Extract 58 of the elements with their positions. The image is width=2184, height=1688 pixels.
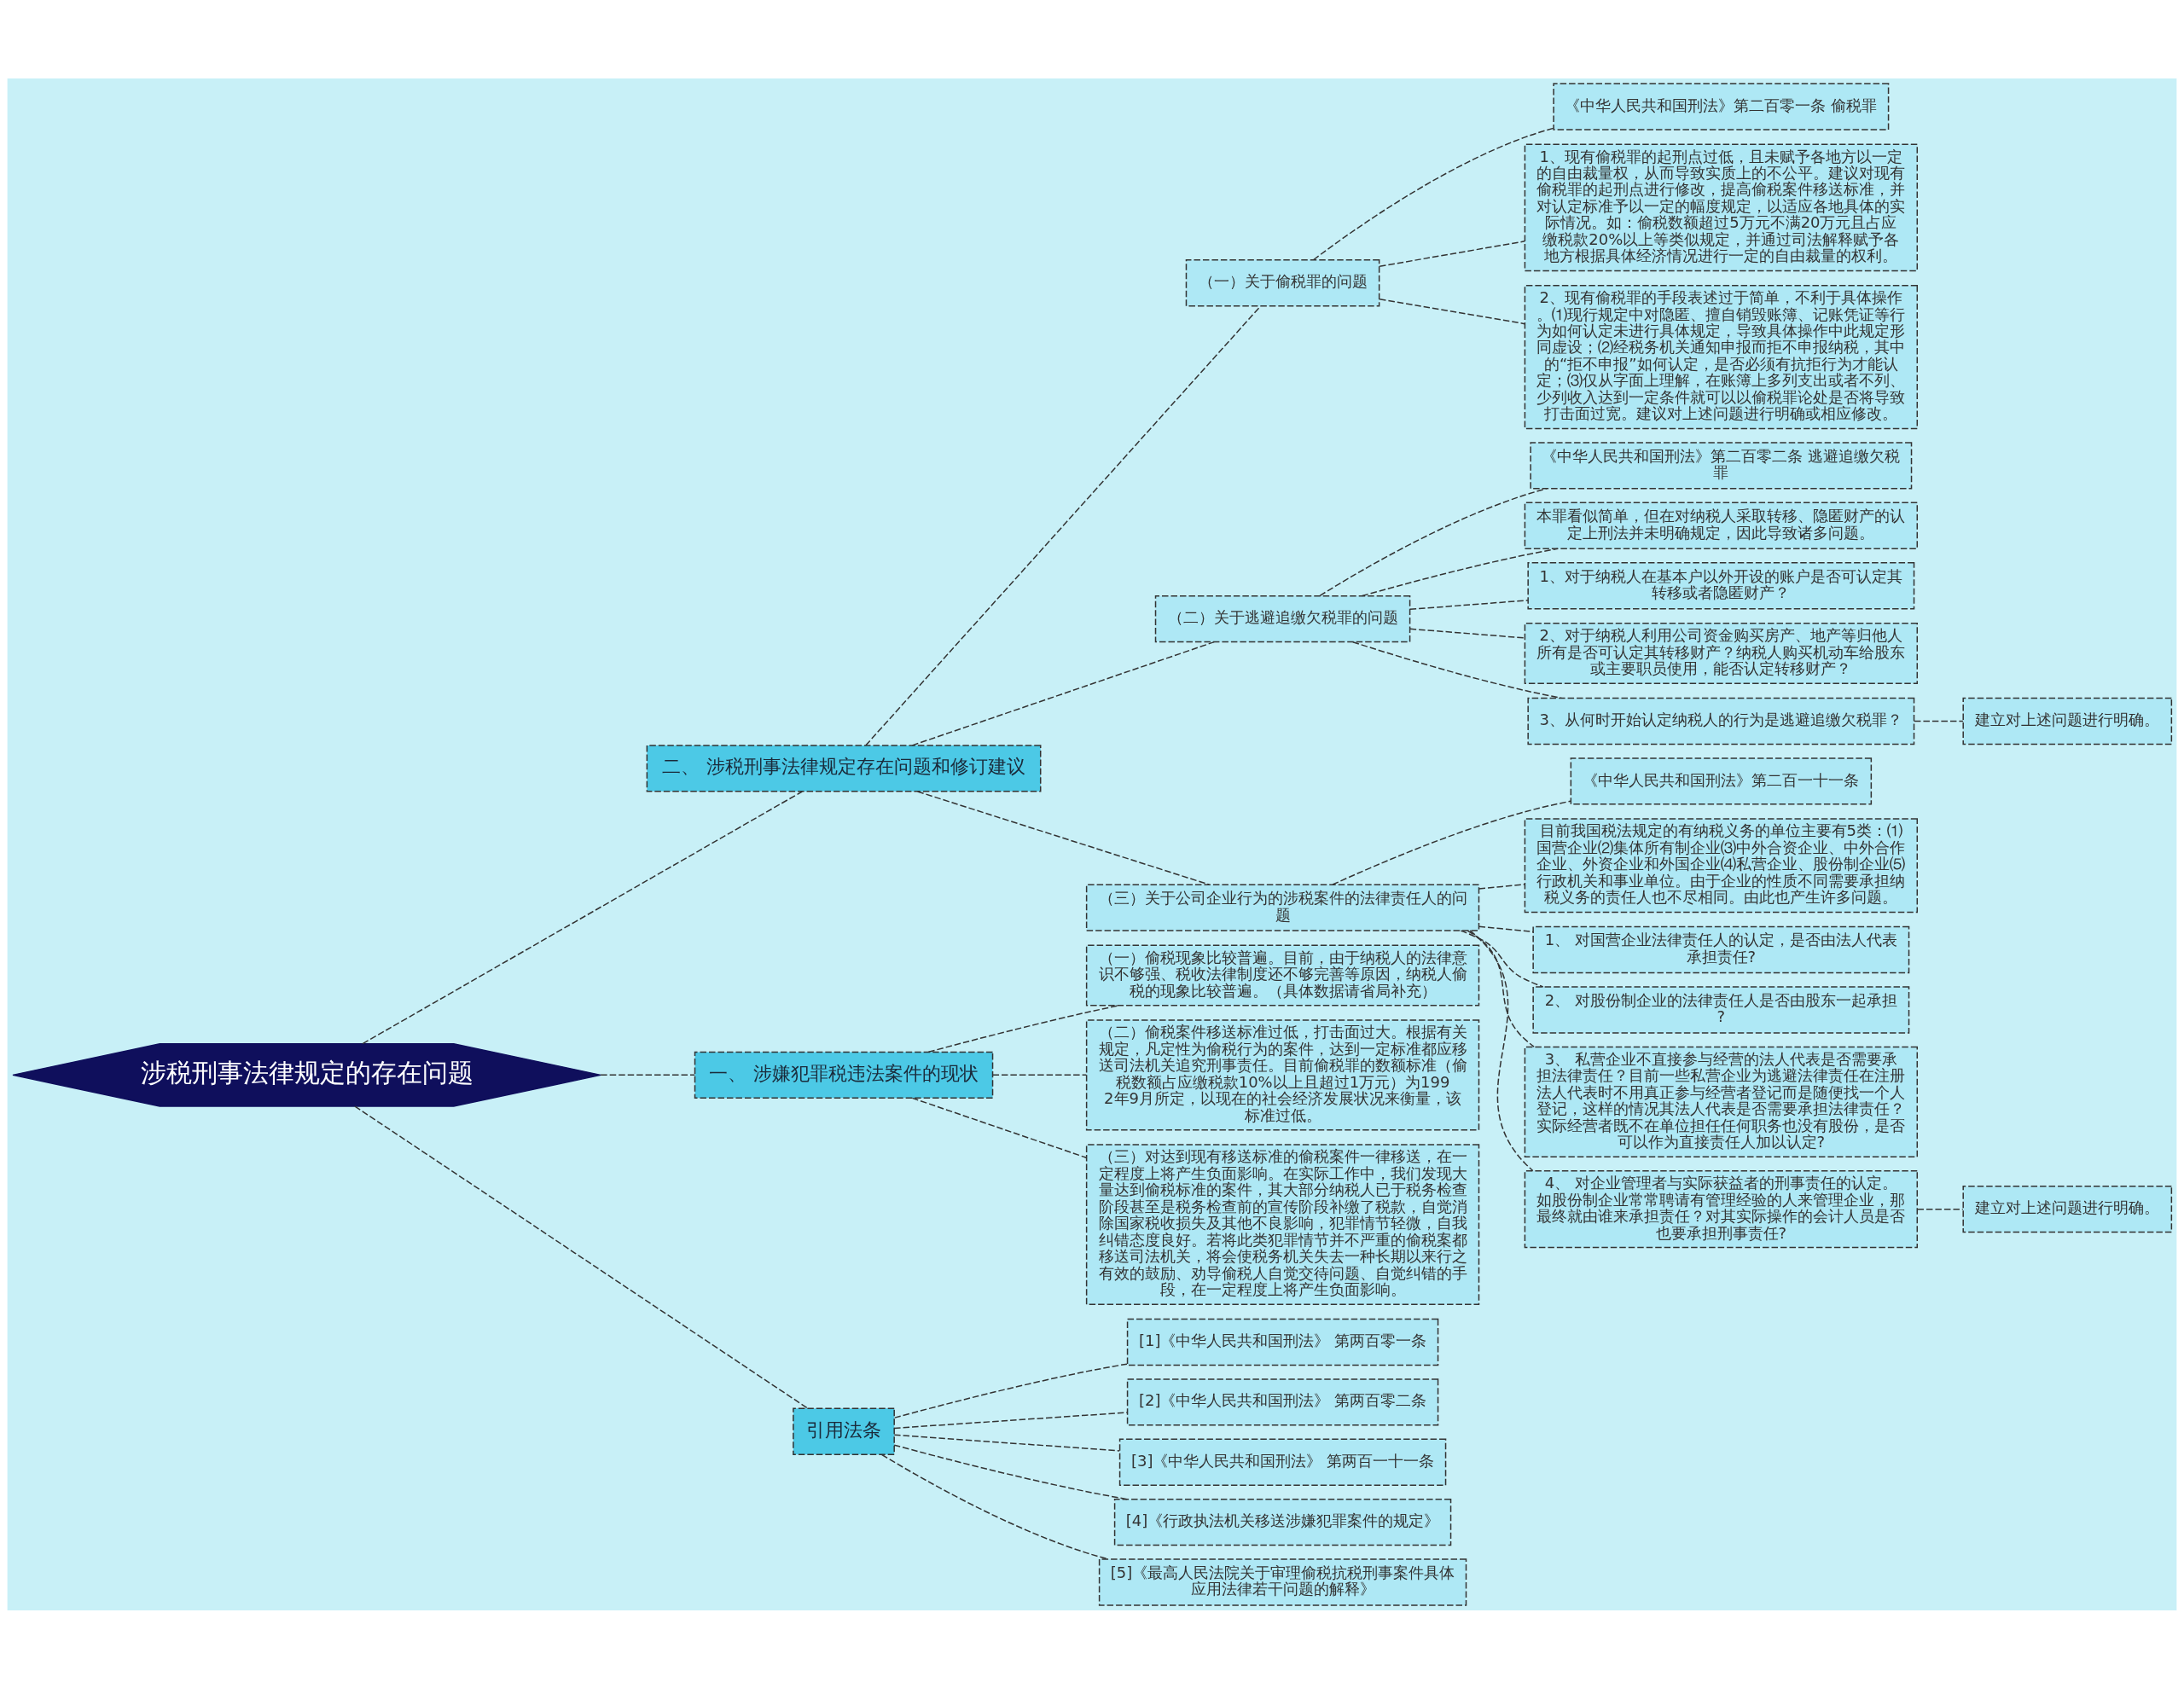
connector (893, 1443, 1128, 1499)
connector (911, 641, 1215, 746)
connector (894, 1362, 1128, 1418)
connector (1478, 883, 1525, 890)
node-box: （三）关于公司企业行为的涉税案件的法律责任人的问题 (1085, 883, 1480, 931)
connector (1409, 599, 1529, 610)
connector (1313, 127, 1554, 260)
connector (916, 790, 1210, 885)
node-box: 3、 私营企业不直接参与经营的法人代表是否需要承担法律责任？目前一些私营企业为逃避法律责任在注册法人代表时不用真正参与经营者登记而是随便找一个人登记，这样的情况其法人代表是否需要承担法律责任？实际经营者既不在单位担任任何职务也没有股份，是否可以作为直接责任人加以认定? (1524, 1046, 1919, 1157)
connector (1352, 641, 1563, 699)
connector (1319, 487, 1548, 596)
node-box: （一）关于偷税罪的问题 (1185, 258, 1380, 306)
node-box: （二）关于逃避追缴欠税罪的问题 (1154, 595, 1411, 642)
connector (1916, 1208, 1964, 1209)
node-box: （一）偷税现象比较普遍。目前，由于纳税人的法律意识不够强、税收法律制度还不够完善等原因，纳税人偷税的现象比较普遍。（具体数据请省局补充） (1085, 944, 1480, 1006)
node-box: （二）偷税案件移送标准过低，打击面过大。根据有关规定，凡定性为偷税行为的案件，达到一定标准都应移送司法机关追究刑事责任。目前偷税罪的数额标准（偷税数额占应缴税款10%以上且超过1万元）为1992年9月所定，以现在的社会经济发展状况来衡量，该标准过低。 (1085, 1018, 1480, 1131)
connector (893, 1411, 1129, 1429)
node-box: 本罪看似简单，但在对纳税人采取转移、隐匿财产的认定上刑法并未明确规定，因此导致诸多问题。 (1524, 502, 1919, 549)
node-box: [1]《中华人民共和国刑法》 第两百零一条 (1126, 1318, 1439, 1366)
node-box: 4、 对企业管理者与实际获益者的刑事责任的认定。如股份制企业常常聘请有管理经验的人来管理企业，那最终就由谁来承担责任？对其实际操作的会计人员是否也要承担刑事责任? (1524, 1169, 1919, 1248)
node-box: [5]《最高人民法院关于审理偷税抗税刑事案件具体应用法律若干问题的解释》 (1098, 1557, 1467, 1606)
node-box: 目前我国税法规定的有纳税义务的单位主要有5类：⑴国营企业⑵集体所有制企业⑶中外合资企业、中外合作企业、外资企业和外国企业⑷私营企业、股份制企业⑸行政机关和事业单位。由于企业的性质不同需要承担纳税义务的责任人也不尽相同。由此也产生许多问题。 (1524, 817, 1919, 913)
node-box: 1、 对国营企业法律责任人的认定，是否由法人代表承担责任? (1532, 925, 1910, 973)
node-box: 《中华人民共和国刑法》第二百零二条 逃避追缴欠税罪 (1530, 441, 1913, 490)
node-box: [2]《中华人民共和国刑法》 第两百零二条 (1126, 1378, 1439, 1426)
node-box: [4]《行政执法机关移送涉嫌犯罪案件的规定》 (1113, 1498, 1452, 1546)
connector (1332, 800, 1571, 885)
connector (927, 1004, 1120, 1053)
node-box: 建立对上述问题进行明确。 (1962, 697, 2173, 745)
node-box: 3、从何时开始认定纳税人的行为是逃避追缴欠税罪？ (1527, 697, 1915, 745)
node-box: 引用法条 (793, 1407, 895, 1455)
connector (362, 790, 803, 1044)
connector (1478, 925, 1534, 932)
node-box: 1、现有偷税罪的起刑点过低，且未赋予各地方以一定的自由裁量权，从而导致实质上的不公平。建议对现有偷税罪的起刑点进行修改，提高偷税案件移送标准，并对认定标准予以一定的幅度规定，以适应各地具体的实际情况。如：偷税数额超过5万元不满20万元且占应缴税款20%以上等类似规定，并通过司法解释赋予各地方根据具体经济情况进行一定的自由裁量的权利。 (1524, 142, 1919, 271)
node-box: 一、 涉嫌犯罪税违法案件的现状 (694, 1051, 994, 1099)
connector (1379, 240, 1525, 267)
connector (600, 1074, 696, 1076)
connector (893, 1434, 1120, 1452)
node-box: 《中华人民共和国刑法》第二百零一条 偷税罪 (1553, 82, 1890, 131)
connector (1361, 548, 1559, 596)
connector (1409, 628, 1525, 639)
node-box: [3]《中华人民共和国刑法》 第两百一十一条 (1118, 1438, 1447, 1486)
connector (991, 1074, 1088, 1076)
node-box: 2、现有偷税罪的手段表述过于简单，不利于具体操作。⑴现行规定中对隐匿、擅自销毁账簿、记账凭证等行为如何认定未进行具体规定，导致具体操作中此规定形同虚设；⑵经税务机关通知申报而拒不申报纳税，其中的“拒不申报”如何认定，是否必须有抗拒行为才能认定；⑶仅从字面上理解，在账簿上多列支出或者不列、少列收入达到一定条件就可以以偷税罪论处是否将导致打击面过宽。建议对上述问题进行明确或相应修改。 (1524, 284, 1919, 429)
connector (354, 1105, 809, 1409)
node-box: 1、对于纳税人在基本户以外开设的账户是否可认定其转移或者隐匿财产？ (1527, 561, 1915, 609)
node-box: 2、 对股份制企业的法律责任人是否由股东一起承担? (1532, 985, 1910, 1034)
node-box: 建立对上述问题进行明确。 (1962, 1185, 2173, 1233)
node-box: 二、 涉税刑事法律规定存在问题和修订建议 (646, 744, 1042, 792)
connector (1379, 298, 1525, 324)
connector (1469, 929, 1534, 1171)
connector (1914, 720, 1964, 722)
connector (911, 1097, 1087, 1158)
connector (1460, 929, 1544, 988)
connector (1467, 930, 1535, 1047)
node-box: 《中华人民共和国刑法》第二百一十一条 (1570, 757, 1873, 805)
node-box: 2、对于纳税人利用公司资金购买房产、地产等归他人所有是否可认定其转移财产？纳税人购买机动车给股东或主要职员使用，能否认定转移财产？ (1524, 622, 1919, 684)
node-box: （三）对达到现有移送标准的偷税案件一律移送，在一定程度上将产生负面影响。在实际工作中，我们发现大量达到偷税标准的案件，其大部分纳税人已于税务检查阶段甚至是税务检查前的宣传阶段补缴了税款，自觉消除国家税收损失及其他不良影响，犯罪情节轻微，自我纠错态度良好。若将此类犯罪情节并不严重的偷税案都移送司法机关，将会使税务机关失去一种长期以来行之有效的鼓励、劝导偷税人自觉交待问题、自觉纠错的手段，在一定程度上将产生负面影响。 (1085, 1143, 1480, 1305)
